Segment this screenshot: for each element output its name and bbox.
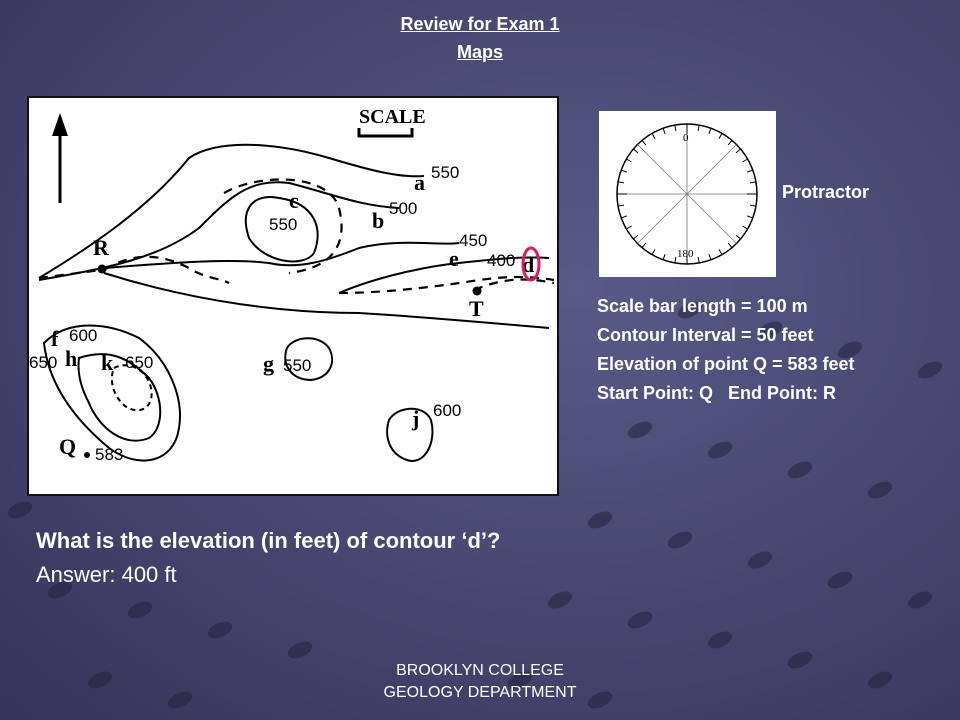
start-end-info: Start Point: Q End Point: R [597,383,836,403]
contour-value-450: 450 [459,231,487,250]
contour-value-583: 583 [95,445,123,464]
footer-line-1: BROOKLYN COLLEGE [396,662,564,679]
protractor-tick [746,215,753,219]
contour-value-600-j: 600 [433,401,461,420]
contour-value-400: 400 [487,251,515,270]
protractor-tick [641,242,647,248]
contour-letter-j: j [411,406,419,431]
question-text: What is the elevation (in feet) of conto… [36,528,501,553]
north-arrow-icon [52,113,68,203]
protractor-tick [697,256,700,264]
protractor-tick [651,249,656,255]
contour-value-600-f: 600 [69,326,97,345]
contour-value-650-k: 650 [125,353,153,372]
point-q-marker [84,452,90,458]
answer-text: Answer: 400 ft [36,562,177,587]
protractor-tick [633,234,639,240]
point-q-label: Q [59,434,76,459]
protractor-tick [674,256,677,264]
scale-label: SCALE [359,106,426,128]
dashed-contours [38,178,555,295]
protractor-label: Protractor [782,182,870,202]
protractor-zero: 0 [683,132,689,144]
contour-lines [38,143,550,329]
protractor-tick [697,124,700,132]
contour-letter-e: e [449,246,459,271]
protractor-tick [708,128,712,135]
protractor-180: 180 [677,248,694,260]
contour-letter-a: a [414,170,425,195]
point-t-marker [472,286,482,296]
page-title: Review for Exam 1 [400,14,560,34]
point-t-label: T [469,296,484,321]
protractor-tick [718,133,723,139]
protractor-tick [742,225,748,230]
protractor-tick [749,181,757,184]
topographic-map: SCALE [27,96,559,496]
protractor-tick [749,204,757,207]
contour-value-550-inner: 550 [269,215,297,234]
protractor-tick [621,169,628,173]
hill-contours [42,324,434,462]
protractor-tick [718,249,723,255]
protractor-tick [727,242,733,248]
protractor-tick [674,124,677,132]
protractor-tick [735,234,741,240]
footer-line-2: GEOLOGY DEPARTMENT [383,684,577,701]
protractor-tick [626,158,632,163]
protractor-tick [708,253,712,260]
protractor-tick [621,215,628,219]
contour-interval-info: Contour Interval = 50 feet [597,325,814,345]
protractor-image: 0 180 [599,111,776,277]
protractor-tick [617,181,625,184]
page-subtitle: Maps [456,42,503,62]
protractor-tick [746,169,753,173]
protractor-tick [662,128,666,135]
protractor-tick [633,148,639,154]
contour-value-650-left: 650 [29,353,57,372]
protractor-tick [617,204,625,207]
contour-letter-k: k [101,350,114,375]
contour-value-550-g: 550 [283,356,311,375]
contour-letter-b: b [372,208,384,233]
contour-letter-g: g [263,351,274,376]
protractor-tick [651,133,656,139]
protractor-tick [735,148,741,154]
contour-value-550-top: 550 [431,163,459,182]
info-panel: Scale bar length = 100 m Contour Interva… [597,292,855,408]
contour-letter-h: h [65,346,77,371]
scale-bar-info: Scale bar length = 100 m [597,296,808,316]
highlight-contour-d [521,246,541,282]
contour-letter-f: f [51,326,59,351]
protractor-tick [742,158,748,163]
protractor-tick [641,140,647,146]
contour-value-500: 500 [389,199,417,218]
point-r-marker [97,264,107,274]
scale-bar [357,128,414,138]
point-r-label: R [93,235,110,260]
protractor-tick [626,225,632,230]
protractor-tick [727,140,733,146]
protractor-tick [662,253,666,260]
contour-letter-c: c [289,188,299,213]
point-q-elevation-info: Elevation of point Q = 583 feet [597,354,855,374]
